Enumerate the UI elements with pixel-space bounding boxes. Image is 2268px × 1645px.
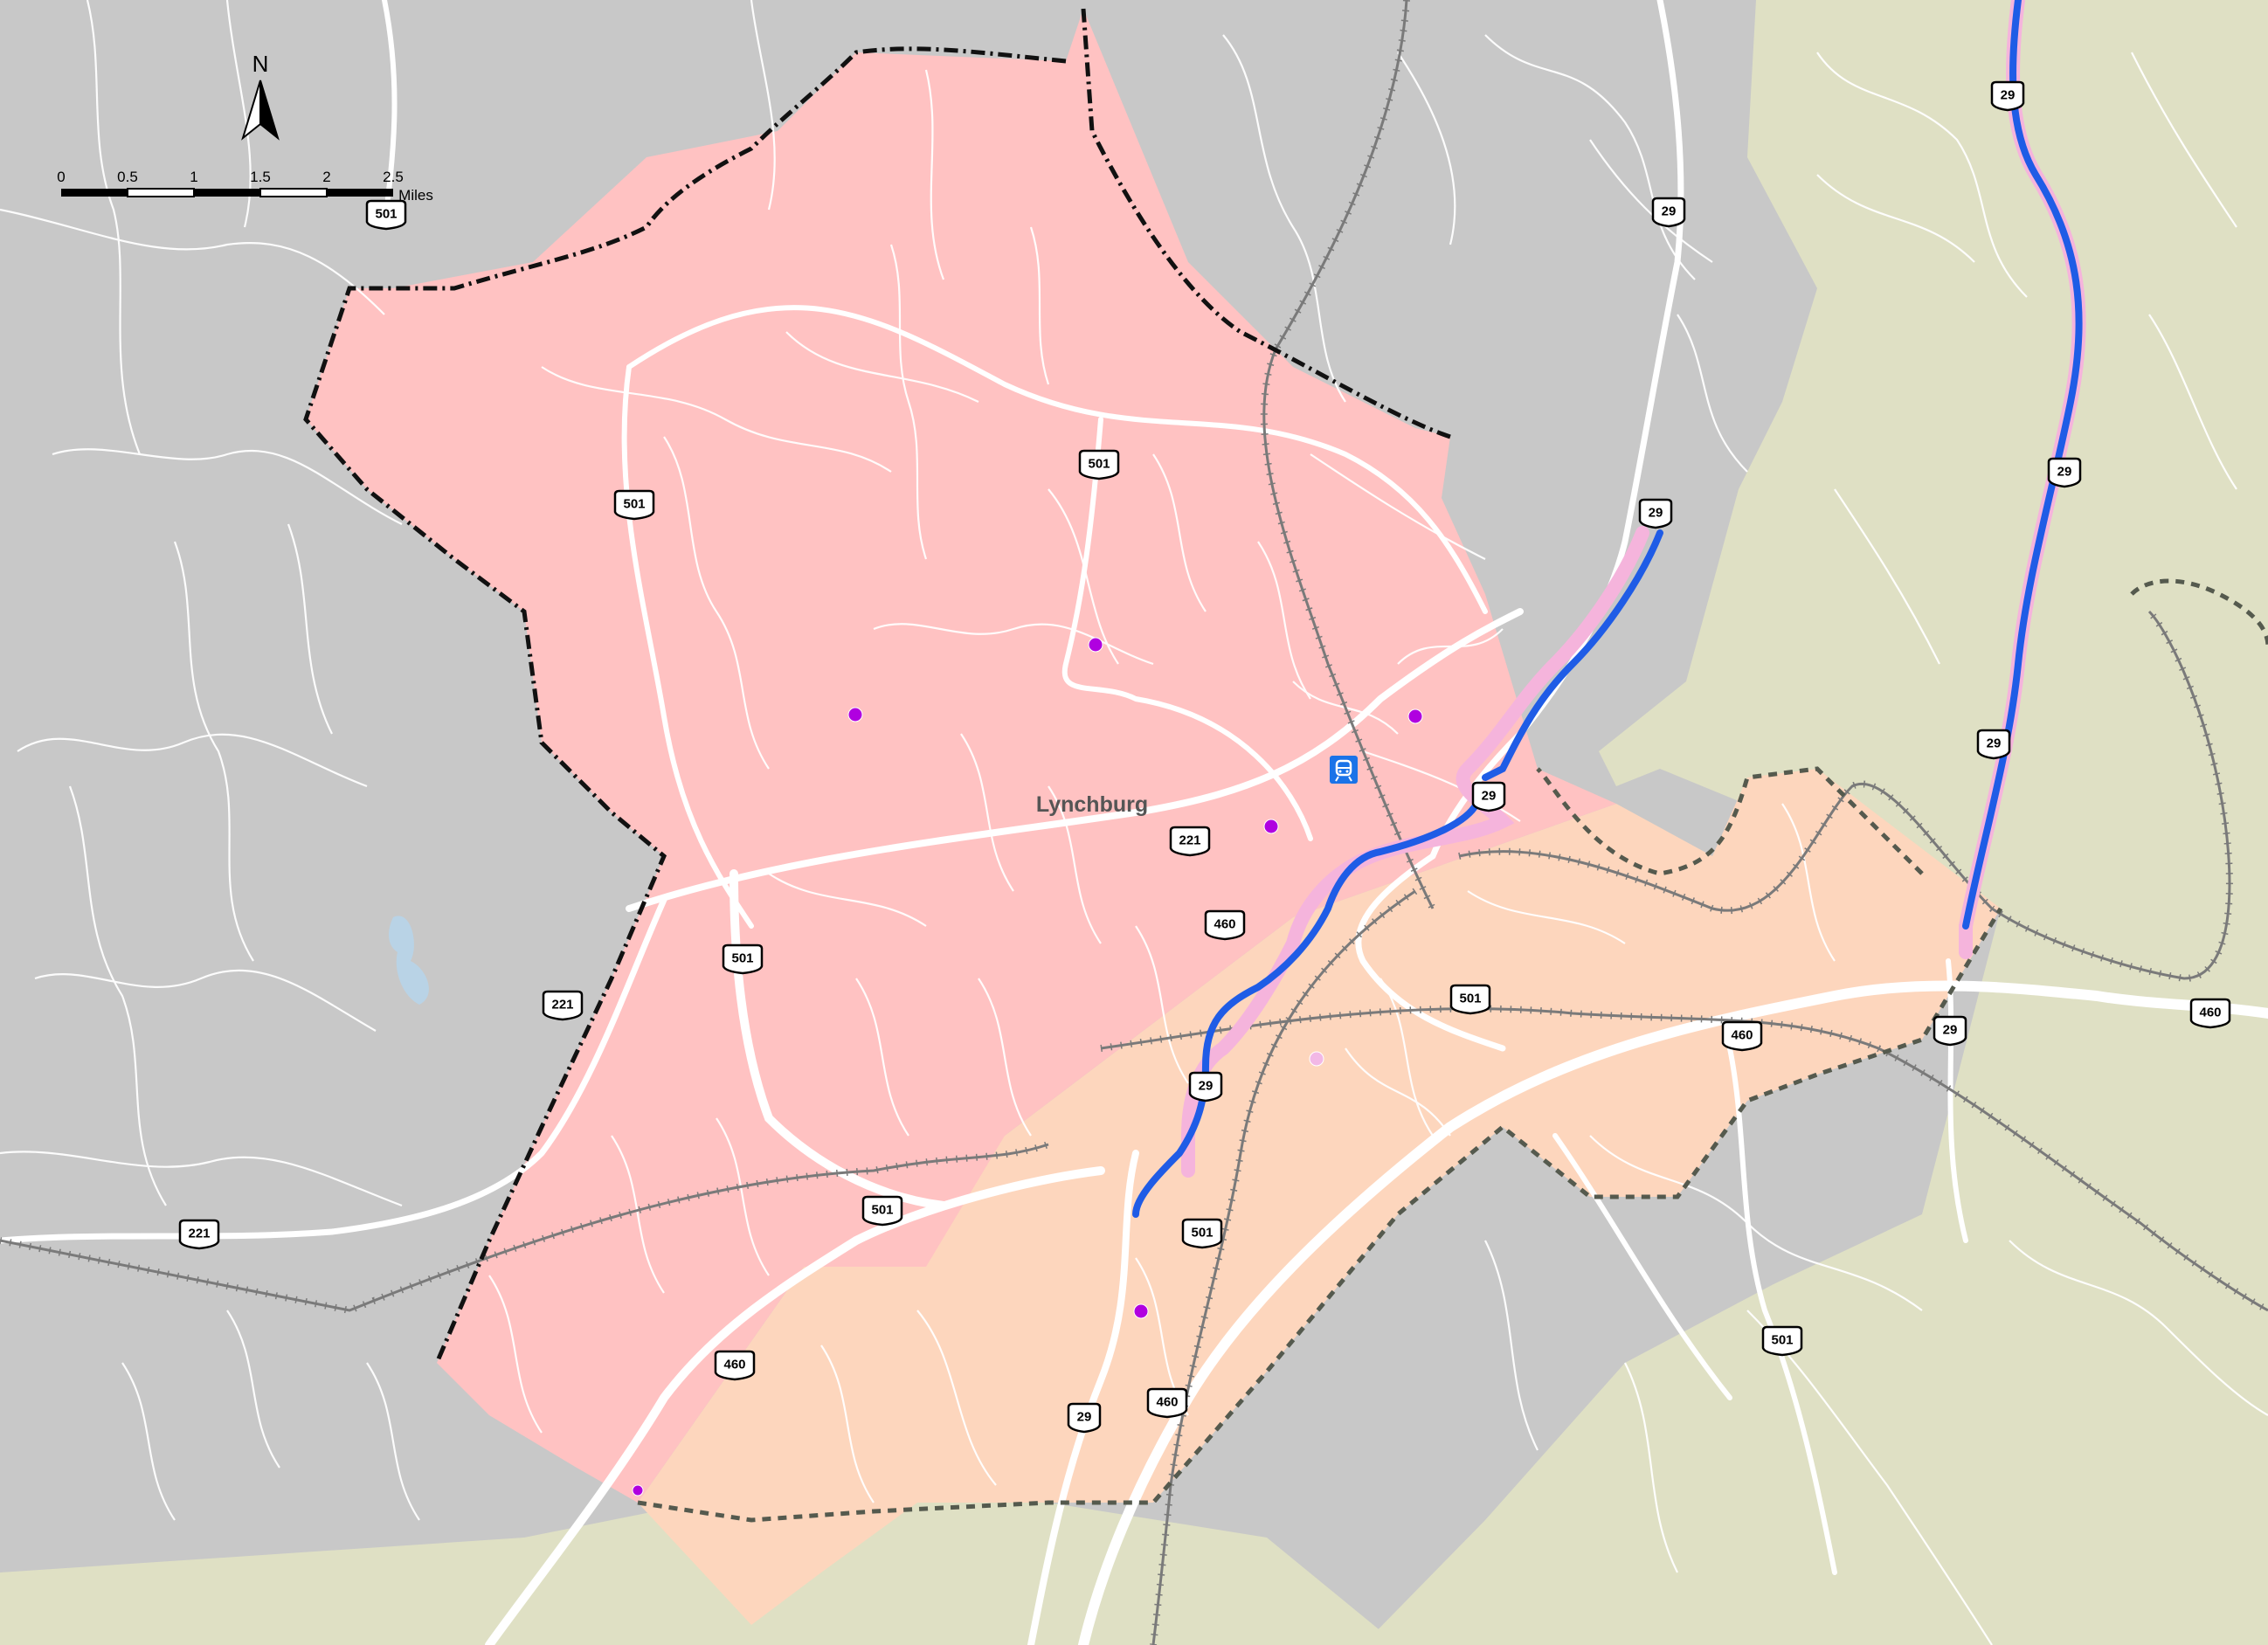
us-route-shield-icon: 460 (2189, 998, 2231, 1029)
southeast-area (638, 769, 2001, 1625)
route-shield-label: 29 (2001, 88, 2016, 103)
city-boundary (303, 8, 1451, 1364)
point-marker[interactable] (1407, 708, 1423, 724)
route-shield-label: 460 (1731, 1028, 1753, 1043)
route-shield-label: 29 (1649, 506, 1663, 521)
point-marker[interactable] (1263, 819, 1279, 834)
route-shield-label: 501 (623, 497, 645, 512)
us-route-shield-icon: 501 (722, 943, 764, 975)
us-route-shield-icon: 29 (1651, 197, 1686, 228)
route-shield-label: 501 (375, 207, 397, 222)
scale-tick-label: 1.5 (250, 169, 271, 185)
us-route-shield-icon: 29 (1471, 781, 1506, 812)
us-route-shield-icon: 29 (2047, 457, 2082, 488)
scale-tick-label: 2.5 (383, 169, 404, 185)
city-area (306, 9, 1616, 1503)
us-route-shield-icon: 221 (1169, 826, 1211, 857)
us-route-shield-icon: 460 (1721, 1020, 1763, 1052)
north-arrow-icon (241, 79, 280, 141)
us-route-shield-icon: 501 (861, 1195, 903, 1227)
us-route-shield-icon: 501 (1078, 449, 1120, 480)
route-shield-label: 29 (1987, 736, 2002, 751)
scale-bar-segment (61, 189, 128, 197)
route-shield-label: 460 (1214, 917, 1235, 932)
scale-tick-label: 1 (190, 169, 197, 185)
scale-bar-segment (127, 188, 195, 197)
route-shield-label: 460 (1156, 1395, 1178, 1410)
scale-bar-segment (194, 189, 260, 197)
scale-bar: 0 0.5 1 1.5 2 2.5 Miles (57, 169, 433, 204)
us-route-shield-icon: 460 (714, 1350, 756, 1381)
county-boundary (637, 766, 2003, 1523)
scale-unit-label: Miles (398, 187, 433, 204)
us-route-shield-icon: 29 (1638, 498, 1673, 529)
scale-tick-label: 0 (57, 169, 65, 185)
us-route-shield-icon: 501 (365, 199, 407, 231)
us-route-shield-icon: 501 (1761, 1325, 1803, 1357)
boundaries (303, 8, 2268, 1523)
route-shield-label: 221 (188, 1227, 210, 1241)
route-shield-label: 29 (1199, 1079, 1214, 1094)
train-station-icon[interactable] (1330, 756, 1358, 784)
route-shield-label: 29 (1943, 1023, 1958, 1038)
route-shield-label: 501 (1459, 992, 1481, 1006)
us-route-shield-icon: 501 (1449, 984, 1491, 1015)
point-marker[interactable] (1088, 637, 1103, 653)
point-marker[interactable] (1133, 1303, 1149, 1319)
water-body (389, 916, 429, 1005)
us-route-shield-icon: 29 (1933, 1015, 1967, 1047)
us-route-shield-icon: 29 (1976, 729, 2011, 760)
north-arrow: N (241, 51, 280, 141)
point-marker[interactable] (632, 1484, 644, 1496)
route-shield-label: 460 (2199, 1006, 2221, 1020)
point-markers (632, 637, 1423, 1496)
route-shield-label: 29 (1077, 1410, 1092, 1425)
route-shield-label: 501 (1191, 1226, 1213, 1241)
route-shield-label: 460 (723, 1358, 745, 1372)
north-label: N (252, 51, 269, 77)
route-shield-label: 501 (731, 951, 753, 966)
route-shield-label: 221 (1179, 833, 1200, 848)
place-label: Lynchburg (1036, 792, 1148, 817)
route-shield-label: 221 (551, 998, 573, 1013)
us-route-shield-icon: 460 (1146, 1387, 1188, 1419)
scale-tick-label: 0.5 (117, 169, 138, 185)
district-boundary (2130, 578, 2268, 647)
us-route-shield-icon: 29 (1188, 1071, 1223, 1102)
us-route-shield-icon: 501 (613, 489, 655, 521)
route-shield-label: 501 (1771, 1333, 1793, 1348)
scale-bar-segment (327, 189, 393, 197)
us-route-shield-icon: 29 (1067, 1402, 1102, 1434)
us-route-shield-icon: 221 (178, 1219, 220, 1250)
us-route-shield-icon: 29 (1990, 80, 2025, 112)
route-shield-label: 29 (2057, 465, 2072, 480)
route-shield-label: 501 (871, 1203, 893, 1218)
route-shield-label: 501 (1088, 457, 1110, 472)
scale-bar-segment (259, 188, 328, 197)
route-shield-label: 29 (1482, 789, 1497, 804)
us-route-shield-icon: 221 (542, 990, 584, 1021)
us-route-shield-icon: 460 (1204, 909, 1246, 941)
point-marker[interactable] (847, 707, 863, 722)
route-shields: 29 29 29 29 29 29 29 29 29 501 501 501 501 501 501 501 5… (178, 80, 2231, 1434)
route-shield-label: 29 (1662, 204, 1677, 219)
scale-tick-label: 2 (322, 169, 330, 185)
us-route-shield-icon: 501 (1181, 1218, 1223, 1249)
point-marker-light[interactable] (1309, 1051, 1324, 1067)
